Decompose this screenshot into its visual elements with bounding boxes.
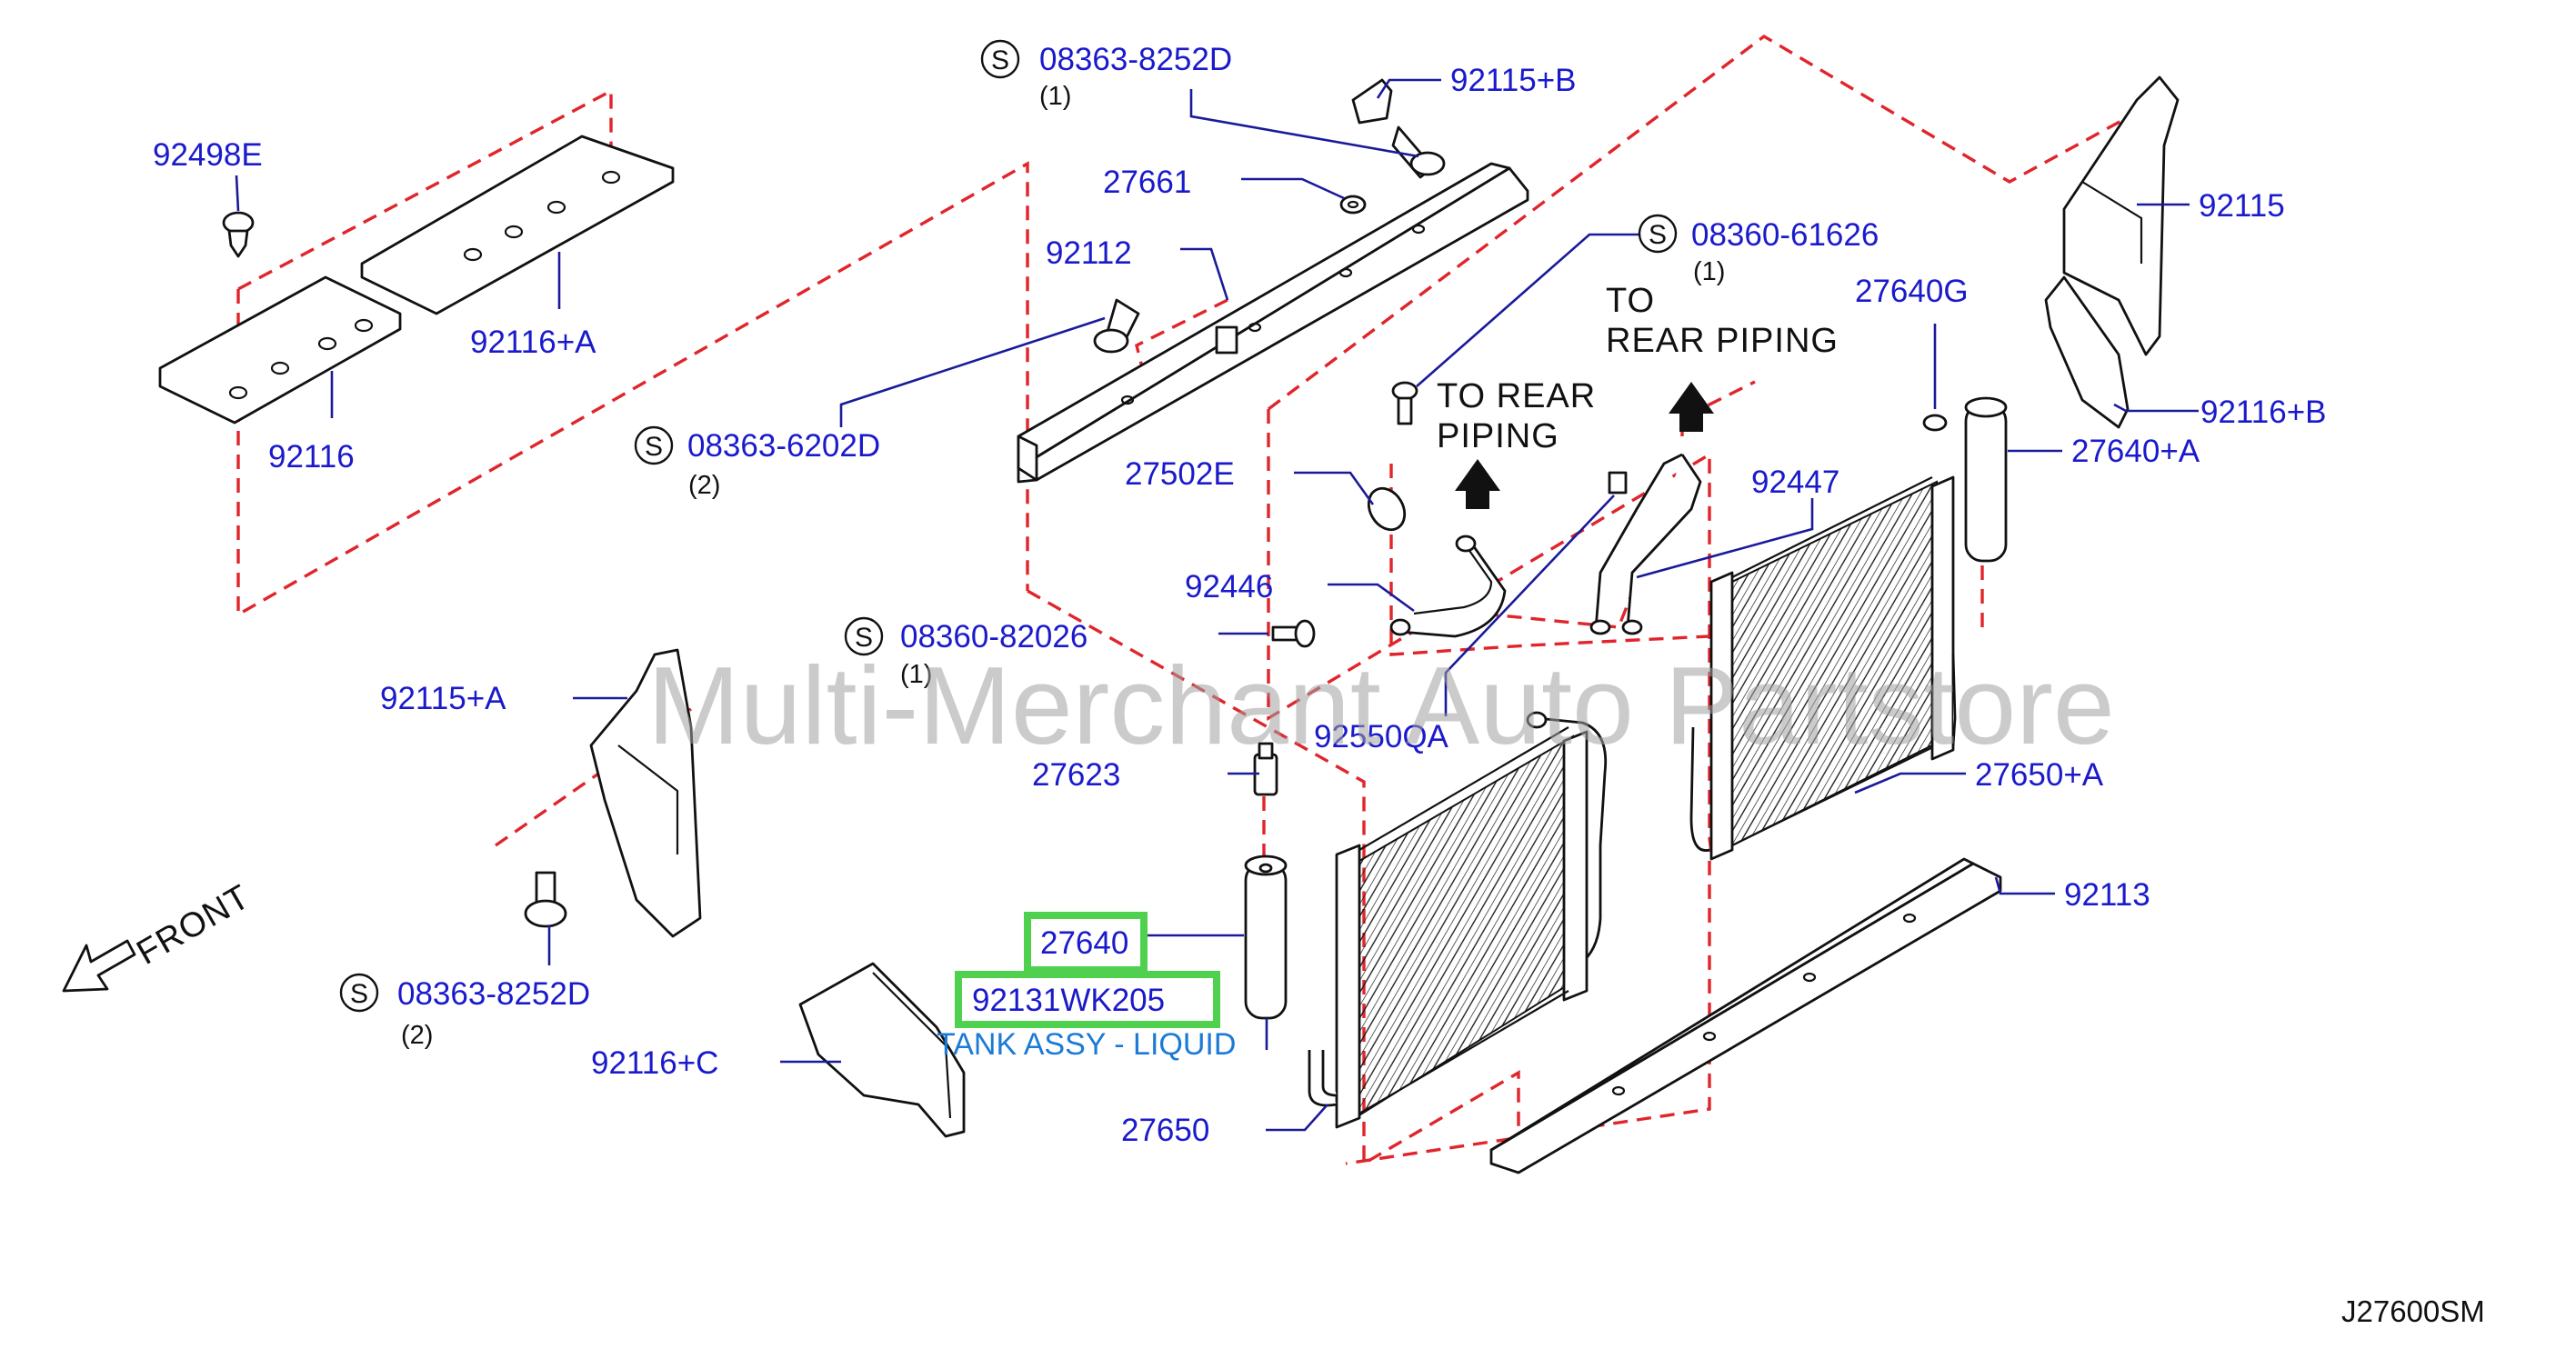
clamp-27502e xyxy=(1367,486,1407,532)
callout-92115-b[interactable]: 92115+B xyxy=(1450,63,1577,98)
callout-92498e[interactable]: 92498E xyxy=(153,137,263,173)
liquid-tank-27640 xyxy=(1244,854,1288,1020)
bracket-92116-b xyxy=(2044,275,2130,429)
highlight-sku[interactable]: 92131WK205 xyxy=(972,983,1165,1018)
clip-92498e xyxy=(222,211,255,258)
bracket-plate-92116 xyxy=(158,275,402,425)
callout-08360-82026[interactable]: 08360-82026 xyxy=(900,619,1088,655)
watermark: Multi-Merchant Auto Partstore xyxy=(647,644,2115,767)
note-front: FRONT xyxy=(131,877,257,972)
svg-text:S: S xyxy=(350,979,368,1009)
note-to-rear-piping-b-line1: TO xyxy=(1606,282,1655,320)
condenser-27650 xyxy=(1308,726,1589,1129)
callout-92115-a[interactable]: 92115+A xyxy=(380,681,506,716)
callout-labels: 92498E 92116+A 92116 08363-8252D (1) 921… xyxy=(153,42,2327,1148)
support-bar-92113 xyxy=(1489,857,2002,1174)
svg-text:S: S xyxy=(1649,220,1667,250)
front-direction-icon xyxy=(62,939,136,993)
callout-92116-b[interactable]: 92116+B xyxy=(2200,395,2327,430)
highlight-box-part-number xyxy=(1024,912,1148,974)
liquid-tank-27640-a xyxy=(1964,396,2008,563)
note-to-rear-piping-a-line2: PIPING xyxy=(1437,417,1559,455)
service-symbol-61626: S xyxy=(1638,214,1678,254)
service-symbol-8252d-bottom: S xyxy=(339,973,379,1013)
bracket-92115-a xyxy=(589,648,702,938)
callout-92447[interactable]: 92447 xyxy=(1751,465,1839,500)
diagram-code: J27600SM xyxy=(2341,1294,2485,1328)
bolt-top xyxy=(1391,125,1446,179)
pipe-92446 xyxy=(1389,535,1507,638)
service-symbol-6202d: S xyxy=(634,425,674,465)
bracket-92116-c xyxy=(798,962,966,1138)
o-ring-27640g xyxy=(1922,414,1948,432)
callout-27623[interactable]: 27623 xyxy=(1032,757,1120,793)
callout-08363-8252d-top-qty: (1) xyxy=(1039,82,1071,111)
bolt-82026 xyxy=(1271,619,1316,648)
callout-08363-8252d-bottom[interactable]: 08363-8252D xyxy=(397,976,590,1012)
bracket-92115 xyxy=(2062,75,2180,356)
bolt-6202d xyxy=(1093,298,1140,354)
callout-92112[interactable]: 92112 xyxy=(1046,235,1132,271)
callout-92113[interactable]: 92113 xyxy=(2064,877,2150,913)
callout-92116[interactable]: 92116 xyxy=(268,439,355,475)
callout-27650-a[interactable]: 27650+A xyxy=(1975,757,2104,793)
bracket-plate-92116-a xyxy=(360,135,675,315)
service-symbol-82026: S xyxy=(844,616,884,656)
svg-text:S: S xyxy=(855,623,873,653)
leader-lines xyxy=(235,78,2199,1132)
callout-27650[interactable]: 27650 xyxy=(1121,1113,1209,1148)
callout-08363-6202d[interactable]: 08363-6202D xyxy=(687,428,880,464)
highlight-description: TANK ASSY - LIQUID xyxy=(937,1027,1236,1062)
callout-08363-8252d-top[interactable]: 08363-8252D xyxy=(1039,42,1232,77)
callout-08363-6202d-qty: (2) xyxy=(688,471,720,500)
arrow-to-rear-piping-a-icon xyxy=(1455,459,1500,509)
bolt-61626 xyxy=(1391,381,1418,425)
highlight-part-number[interactable]: 27640 xyxy=(1040,925,1128,961)
callout-27661[interactable]: 27661 xyxy=(1103,165,1191,200)
callout-08363-8252d-bottom-qty: (2) xyxy=(401,1021,433,1050)
callout-08360-61626-qty: (1) xyxy=(1693,257,1725,286)
highlighted-part[interactable]: 27640 92131WK205 TANK ASSY - LIQUID xyxy=(937,912,1236,1062)
condenser-27650-a xyxy=(1689,475,1957,861)
bolt-8252d-bottom xyxy=(524,871,567,928)
callout-92550qa[interactable]: 92550QA xyxy=(1314,719,1449,754)
note-to-rear-piping-a-line1: TO REAR xyxy=(1437,377,1596,415)
note-to-rear-piping-b-line2: REAR PIPING xyxy=(1606,322,1839,360)
svg-text:S: S xyxy=(645,432,663,462)
callout-27640-a[interactable]: 27640+A xyxy=(2071,434,2200,469)
svg-text:S: S xyxy=(991,45,1009,75)
callout-92446[interactable]: 92446 xyxy=(1185,569,1273,605)
pipe-92447 xyxy=(1589,453,1702,635)
callout-92116-a[interactable]: 92116+A xyxy=(470,325,596,360)
callout-27640g[interactable]: 27640G xyxy=(1855,274,1969,309)
service-symbol-8252d-top: S xyxy=(980,39,1020,79)
callout-27502e[interactable]: 27502E xyxy=(1125,456,1235,492)
callout-92116-c[interactable]: 92116+C xyxy=(591,1045,718,1081)
callout-92115[interactable]: 92115 xyxy=(2199,188,2285,224)
callout-08360-61626[interactable]: 08360-61626 xyxy=(1691,217,1879,253)
callout-08360-82026-qty: (1) xyxy=(900,660,932,689)
support-bar-92112 xyxy=(1017,162,1529,484)
highlight-box-sku xyxy=(955,971,1220,1028)
grommet-27661 xyxy=(1339,195,1367,215)
arrow-to-rear-piping-b-icon xyxy=(1669,382,1714,432)
